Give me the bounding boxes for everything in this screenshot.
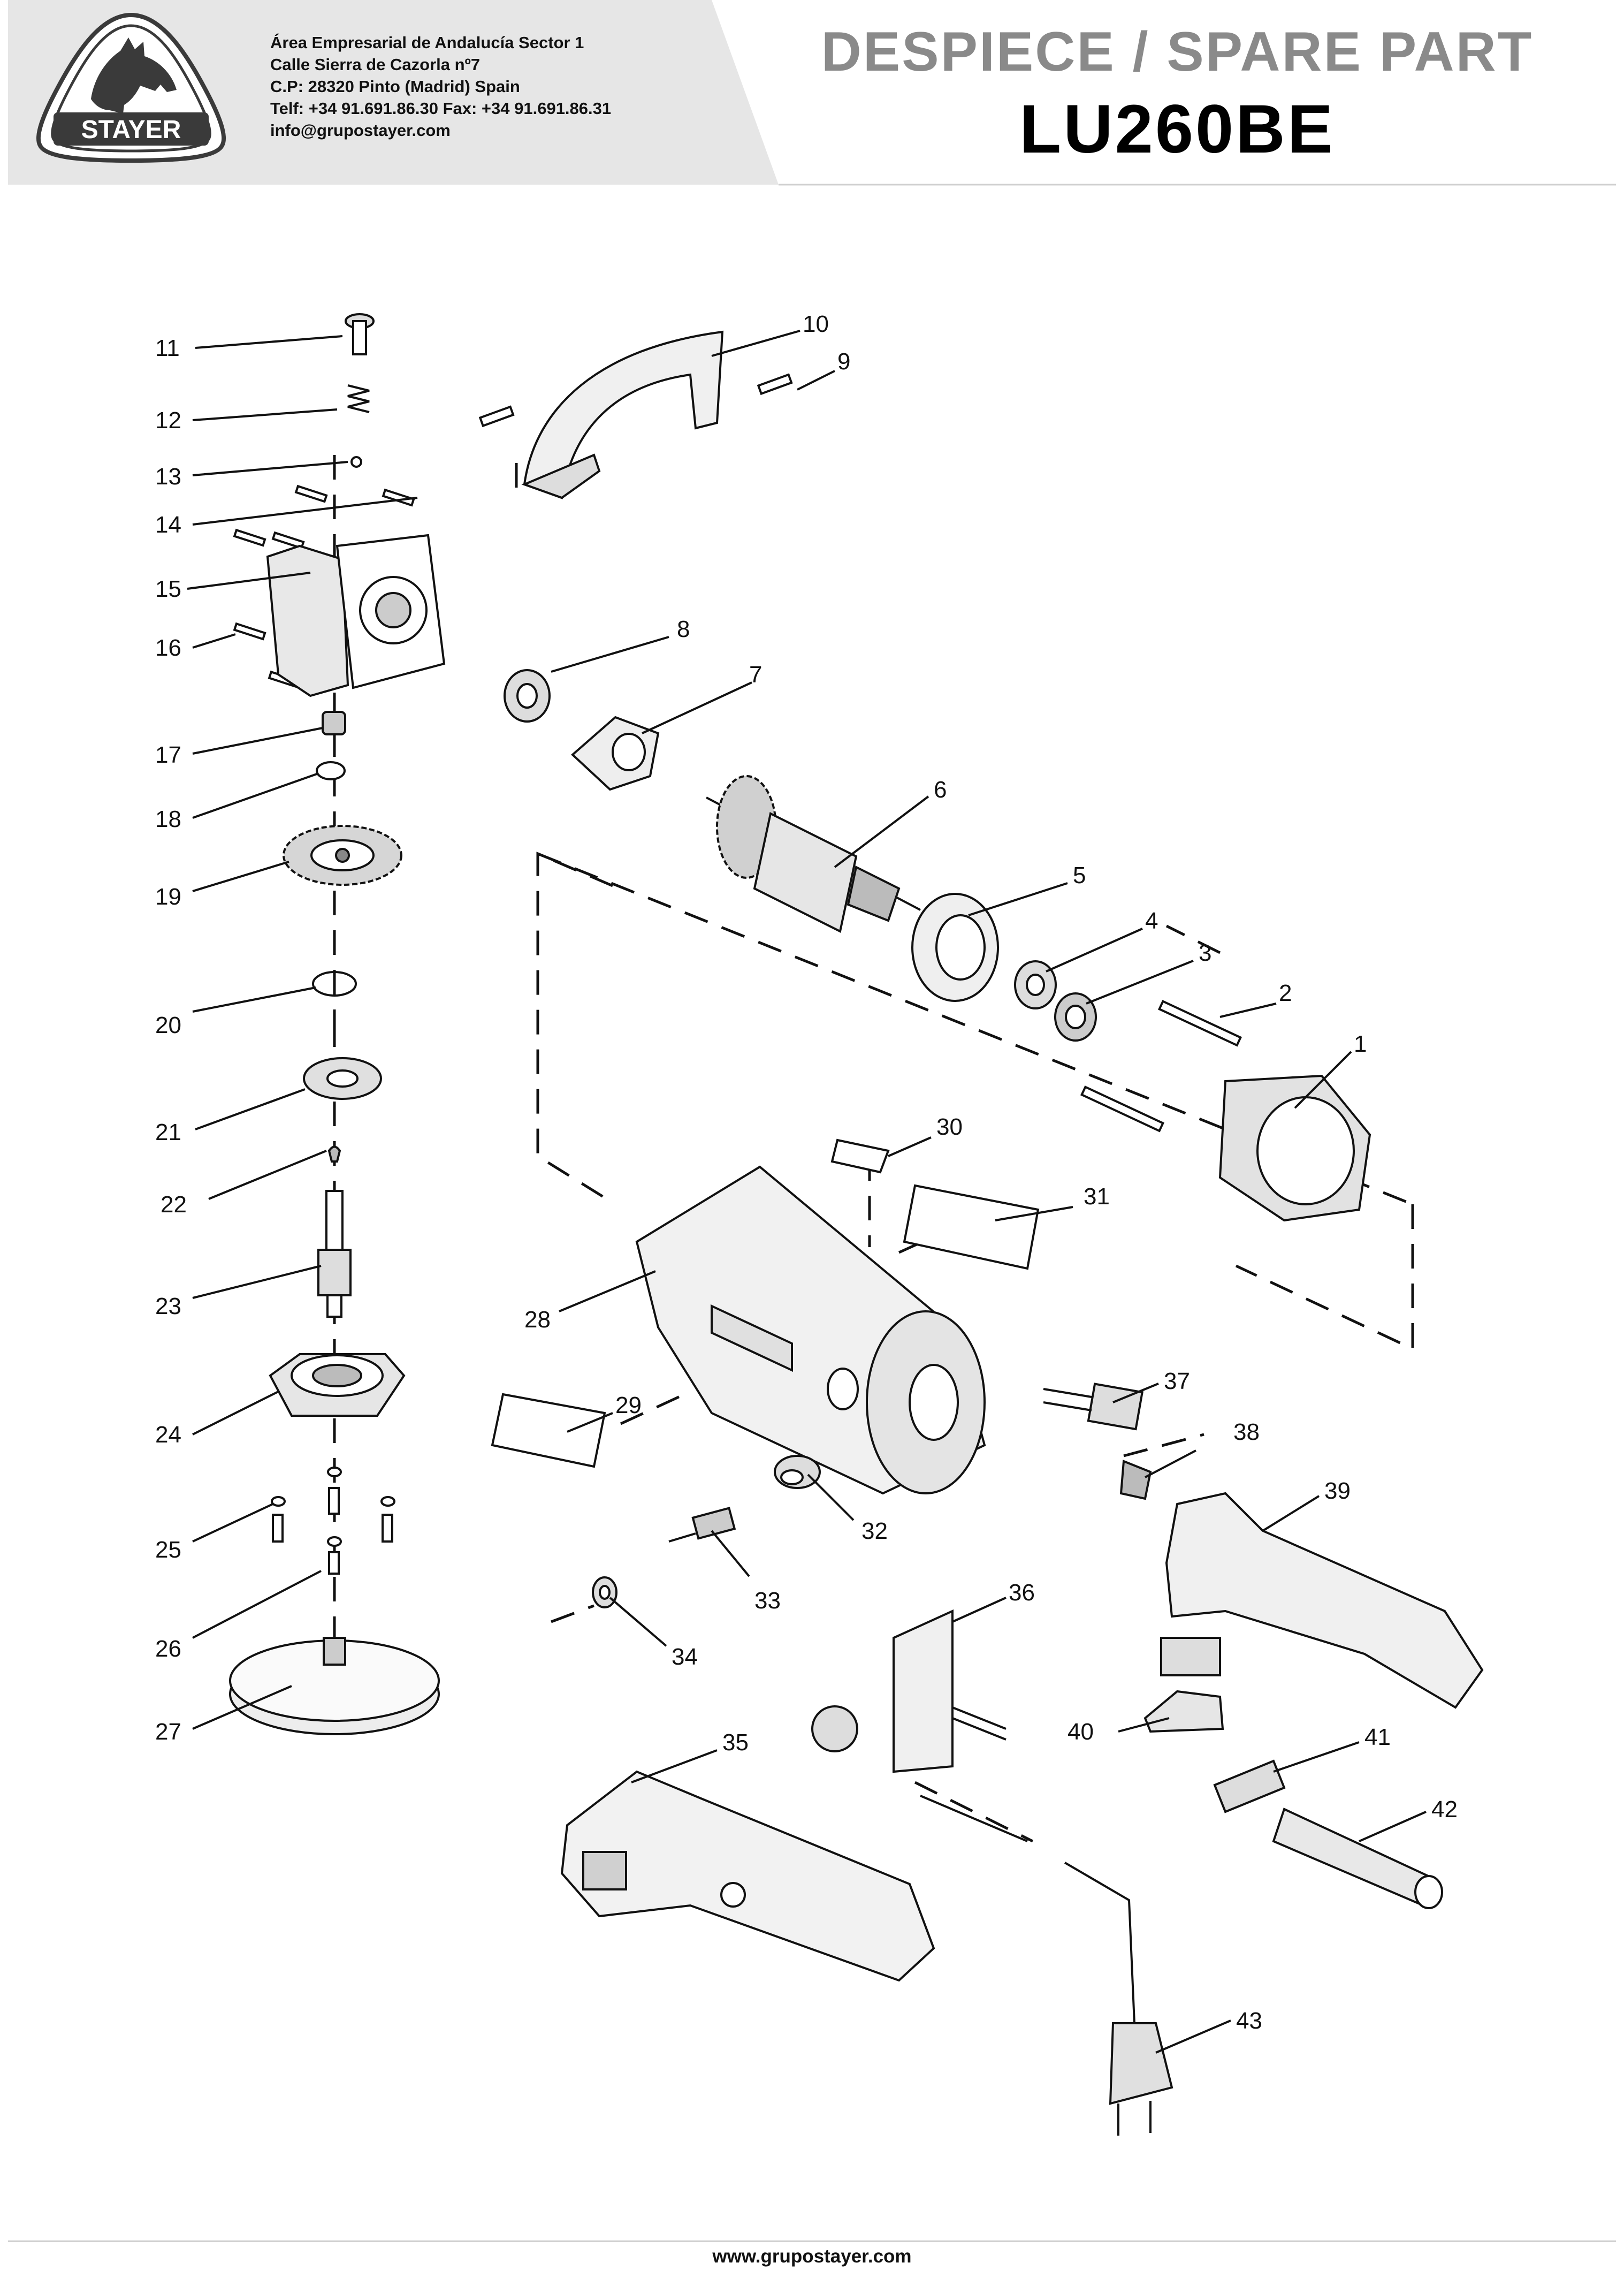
part-12-spring xyxy=(347,384,370,413)
label-43: 43 xyxy=(1236,2008,1262,2034)
label-32: 32 xyxy=(861,1518,888,1544)
leader-lines xyxy=(187,330,1427,2054)
label-35: 35 xyxy=(722,1729,749,1756)
label-30: 30 xyxy=(936,1114,963,1140)
label-42: 42 xyxy=(1431,1796,1458,1823)
part-28-motor-housing xyxy=(635,1165,986,1495)
part-35-rear-handle xyxy=(560,1770,935,1982)
label-18: 18 xyxy=(155,806,181,832)
footer-website: www.grupostayer.com xyxy=(712,2246,912,2267)
label-11: 11 xyxy=(155,335,180,361)
part-33-carbon-brush xyxy=(668,1507,736,1543)
label-25: 25 xyxy=(155,1537,181,1563)
label-38: 38 xyxy=(1233,1419,1260,1445)
footer-rule xyxy=(8,2241,1616,2242)
label-26: 26 xyxy=(155,1636,181,1662)
part-17-bushing xyxy=(322,711,346,735)
part-42-side-handle xyxy=(1272,1808,1443,1909)
part-40-switch xyxy=(1143,1637,1224,1733)
label-5: 5 xyxy=(1073,862,1086,889)
part-23-spindle xyxy=(317,1190,352,1318)
part-20-circlip xyxy=(312,971,357,997)
label-37: 37 xyxy=(1164,1368,1190,1394)
part-2-long-screws xyxy=(1080,1000,1242,1133)
header: STAYER Área Empresarial de Andalucía Sec… xyxy=(0,0,1624,187)
label-40: 40 xyxy=(1068,1719,1094,1745)
label-27: 27 xyxy=(155,1719,181,1745)
label-1: 1 xyxy=(1354,1031,1367,1057)
part-38-cable-clamp xyxy=(1119,1460,1152,1500)
label-31: 31 xyxy=(1084,1183,1110,1210)
part-41-cable-clamp xyxy=(1213,1759,1286,1813)
part-37-capacitor xyxy=(1043,1383,1144,1431)
part-number-labels: 1 2 3 4 5 6 7 8 9 10 11 12 13 14 15 16 1… xyxy=(155,311,1458,2034)
label-13: 13 xyxy=(155,464,181,490)
label-12: 12 xyxy=(155,407,181,434)
address-line-2: Calle Sierra de Cazorla nº7 xyxy=(270,55,481,74)
part-13-washer xyxy=(350,456,362,468)
label-10: 10 xyxy=(803,311,829,337)
part-7-bearing-plate xyxy=(571,716,660,791)
part-1-stator xyxy=(1218,1074,1371,1222)
label-33: 33 xyxy=(754,1588,781,1614)
part-22-key xyxy=(327,1145,341,1163)
part-9-screws xyxy=(478,373,793,428)
label-17: 17 xyxy=(155,742,181,768)
part-18-clip xyxy=(316,761,346,780)
label-23: 23 xyxy=(155,1293,181,1319)
label-21: 21 xyxy=(155,1119,181,1145)
label-2: 2 xyxy=(1279,980,1292,1006)
brand-name: STAYER xyxy=(81,116,181,144)
part-27-backing-pad xyxy=(229,1637,440,1735)
model-number: LU260BE xyxy=(1019,91,1335,168)
part-5-fan-baffle xyxy=(911,893,999,1002)
address-line-1: Área Empresarial de Andalucía Sector 1 xyxy=(270,33,584,52)
label-41: 41 xyxy=(1364,1724,1391,1750)
label-39: 39 xyxy=(1324,1478,1351,1504)
label-7: 7 xyxy=(749,662,762,688)
label-24: 24 xyxy=(155,1422,181,1448)
label-14: 14 xyxy=(155,512,181,538)
part-39-handle-cover xyxy=(1165,1492,1484,1709)
label-6: 6 xyxy=(934,777,947,803)
label-16: 16 xyxy=(155,635,181,661)
label-4: 4 xyxy=(1145,908,1158,934)
part-3-rubber-bushing xyxy=(1054,992,1097,1042)
label-28: 28 xyxy=(524,1307,551,1333)
part-34-brush-cap xyxy=(592,1576,617,1608)
label-34: 34 xyxy=(672,1644,698,1670)
address-line-4: Telf: +34 91.691.86.30 Fax: +34 91.691.8… xyxy=(270,99,612,118)
label-20: 20 xyxy=(155,1012,181,1038)
part-19-bevel-gear xyxy=(283,825,402,886)
part-21-bearing xyxy=(303,1057,382,1100)
email-line: info@grupostayer.com xyxy=(270,121,451,140)
label-8: 8 xyxy=(677,616,690,642)
part-10-bail-handle xyxy=(521,330,724,499)
header-background: STAYER xyxy=(8,0,1616,186)
part-24-bearing-flange xyxy=(269,1353,406,1417)
document-title: DESPIECE / SPARE PART xyxy=(821,21,1534,83)
part-25-26-washers-screws xyxy=(271,1467,395,1575)
stayer-logo: STAYER xyxy=(36,12,226,163)
part-29-label xyxy=(491,1393,606,1468)
label-22: 22 xyxy=(161,1191,187,1218)
label-15: 15 xyxy=(155,576,181,602)
part-15-gear-housing xyxy=(266,534,446,697)
label-9: 9 xyxy=(837,348,850,375)
part-36-speed-control xyxy=(811,1609,1007,1773)
label-3: 3 xyxy=(1199,940,1211,966)
label-19: 19 xyxy=(155,884,181,910)
part-8-bearing xyxy=(504,669,551,723)
part-6-armature xyxy=(706,775,921,933)
address-line-3: C.P: 28320 Pinto (Madrid) Spain xyxy=(270,77,520,96)
part-11-lock-button xyxy=(345,313,375,355)
label-36: 36 xyxy=(1009,1580,1035,1606)
part-31-label xyxy=(903,1184,1040,1270)
label-29: 29 xyxy=(615,1392,642,1418)
part-32-brush-holder xyxy=(774,1455,821,1489)
part-43-power-cord xyxy=(920,1795,1173,2136)
part-4-bearing xyxy=(1014,960,1057,1009)
part-30-label xyxy=(830,1138,890,1174)
